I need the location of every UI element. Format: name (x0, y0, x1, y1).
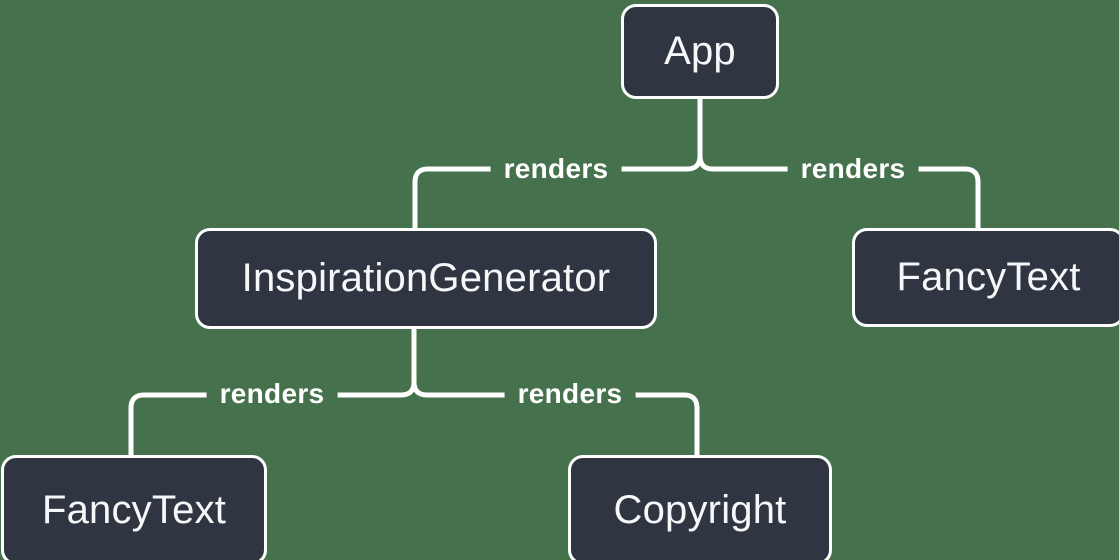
edge-label-renders-app-fancytext: renders (787, 151, 919, 187)
node-app: App (621, 4, 779, 99)
node-fancy-text-bottom-label: FancyText (41, 487, 227, 532)
node-inspiration-generator: InspirationGenerator (195, 228, 657, 329)
node-fancy-text-top-label: FancyText (896, 255, 1081, 299)
node-fancy-text-top: FancyText (852, 228, 1119, 327)
node-inspiration-generator-label: InspirationGenerator (241, 256, 611, 300)
node-fancy-text-bottom: FancyText (1, 455, 267, 560)
edge-label-renders-app-inspirationgenerator: renders (490, 151, 622, 187)
node-copyright: Copyright (568, 455, 832, 560)
node-app-label: App (664, 29, 736, 73)
node-copyright-label: Copyright (613, 487, 787, 532)
edge-label-renders-inspirationgenerator-fancytext: renders (206, 376, 338, 412)
edge-label-renders-inspirationgenerator-copyright: renders (504, 376, 636, 412)
